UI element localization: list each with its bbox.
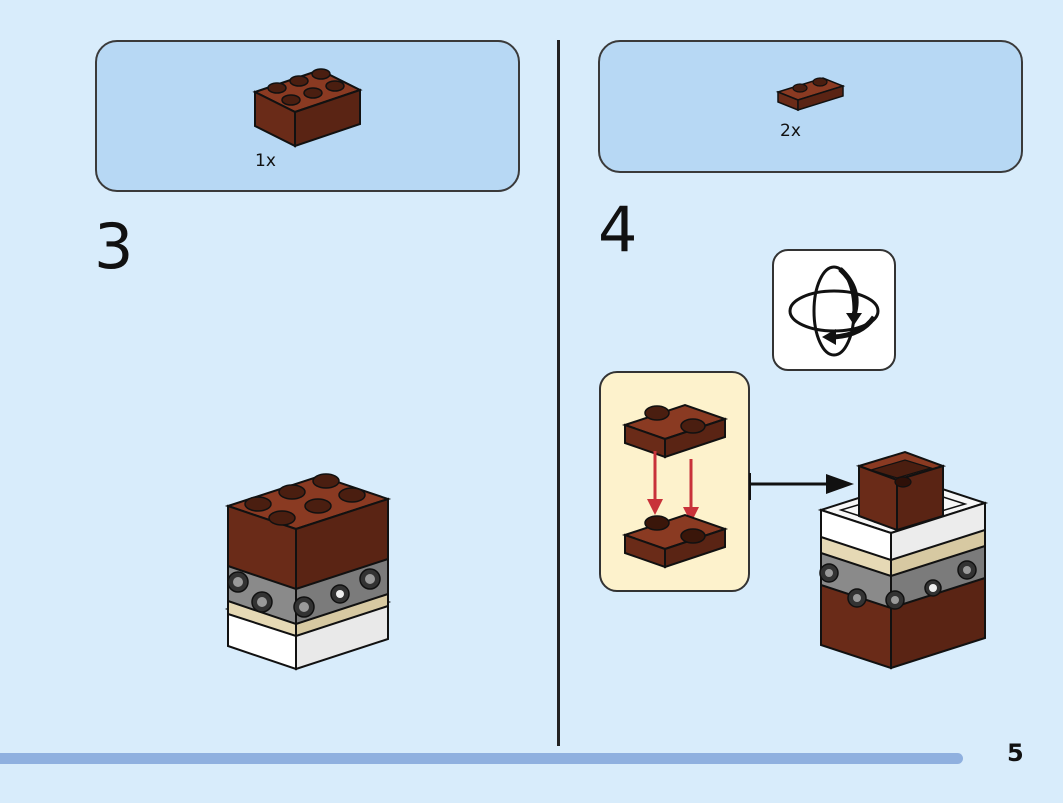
- rotate-model-icon: [788, 265, 880, 357]
- page-progress-bar: [0, 753, 963, 764]
- model-assembly-step-4: [817, 450, 989, 670]
- model-assembly-step-3: [224, 473, 392, 671]
- brick-2x3-part-icon: [252, 68, 363, 148]
- step-number: 3: [94, 210, 134, 283]
- step-divider: [557, 40, 560, 746]
- rotate-model-box: [772, 249, 896, 371]
- part-quantity: 2x: [780, 121, 801, 141]
- step-number: 4: [598, 193, 638, 266]
- page-number: 5: [1007, 739, 1024, 767]
- plate-1x2-part-icon: [775, 77, 846, 112]
- sub-assembly-callout: [599, 371, 750, 592]
- part-quantity: 1x: [255, 151, 276, 171]
- callout-connector-arrow: [749, 473, 854, 500]
- plate-stack-illustration: [621, 403, 729, 569]
